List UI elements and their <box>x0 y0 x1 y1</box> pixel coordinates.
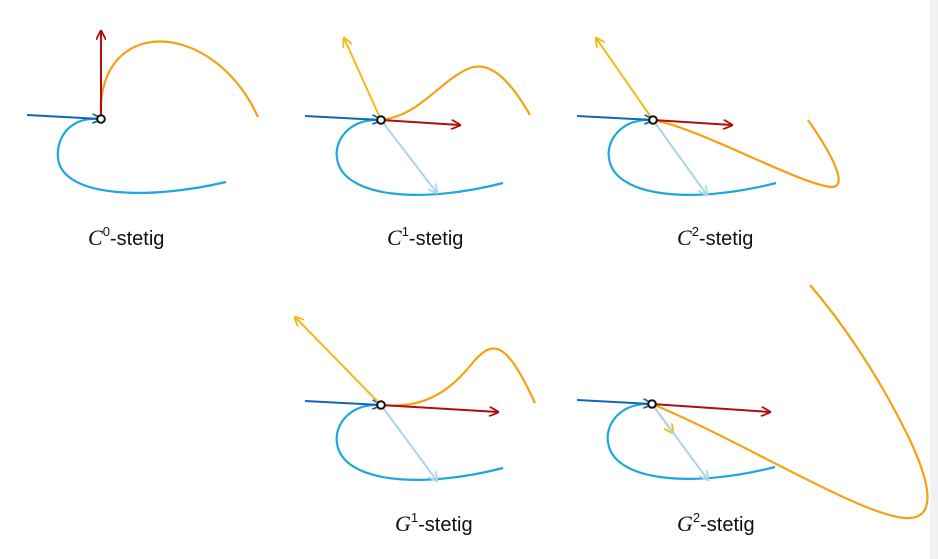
c1-incoming-curve <box>335 118 504 196</box>
g1-outgoing-curve <box>380 347 536 407</box>
c2-incoming-tangent-arrow <box>576 116 653 120</box>
c1-second-derivative-out-arrow <box>344 38 382 121</box>
g2-outgoing-curve <box>651 284 929 520</box>
g1-second-derivative-out-arrow <box>295 317 382 406</box>
c1-first-derivative-arrow <box>380 119 460 125</box>
c2-first-derivative-arrow <box>652 119 732 125</box>
c0-outgoing-curve <box>99 40 259 120</box>
c2-joint-point <box>648 115 658 125</box>
c0-label: C0-stetig <box>88 224 164 250</box>
g2-label: G2-stetig <box>677 510 755 536</box>
c2-outgoing-curve <box>652 118 840 189</box>
c1-outgoing-curve <box>380 65 531 122</box>
c1-incoming-tangent-arrow <box>304 116 381 120</box>
c2-second-derivative-out-arrow <box>596 38 654 121</box>
g1-label: G1-stetig <box>395 510 473 536</box>
g2-joint-point <box>647 399 657 409</box>
g1-joint-point <box>376 400 386 410</box>
g2-first-derivative-arrow <box>651 403 770 412</box>
g1-incoming-curve <box>335 403 504 481</box>
c2-label: C2-stetig <box>677 224 753 250</box>
g2-incoming-curve <box>606 402 776 480</box>
g2-incoming-tangent-arrow <box>576 400 652 404</box>
c2-incoming-curve <box>607 118 777 196</box>
g2-second-derivative-in-arrow <box>651 403 708 480</box>
c0-incoming-curve <box>56 117 227 194</box>
c0-incoming-tangent-arrow <box>26 115 101 119</box>
right-edge-strip <box>930 0 938 559</box>
panel-g2: G2-stetig <box>576 284 929 536</box>
c2-second-derivative-in-arrow <box>652 119 707 195</box>
c1-joint-point <box>376 115 386 125</box>
g1-second-derivative-in-arrow <box>380 404 437 481</box>
g1-incoming-tangent-arrow <box>304 401 381 405</box>
c1-second-derivative-in-arrow <box>380 119 437 193</box>
c1-label: C1-stetig <box>387 224 463 250</box>
c0-joint-point <box>96 114 106 124</box>
panel-c1: C1-stetig <box>304 38 531 250</box>
panel-g1: G1-stetig <box>295 317 536 536</box>
panel-c2: C2-stetig <box>576 38 840 250</box>
g1-first-derivative-arrow <box>380 404 498 412</box>
panel-c0: C0-stetig <box>26 31 259 250</box>
